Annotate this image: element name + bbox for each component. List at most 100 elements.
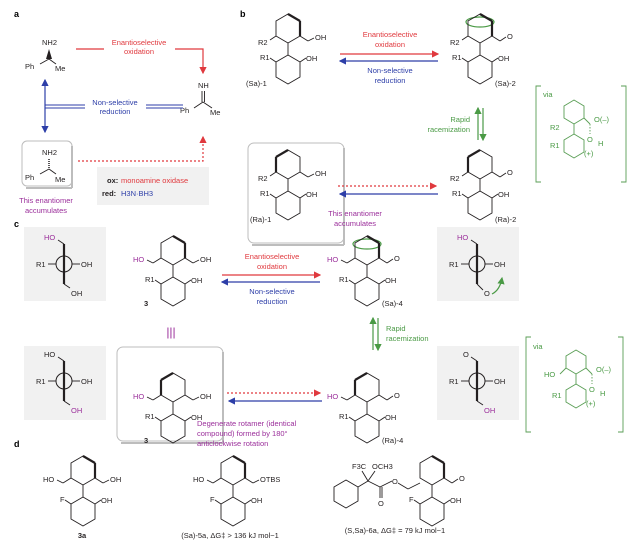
compound-label: 3 (144, 299, 148, 308)
r2-text: R2 (450, 38, 460, 47)
molecule-5a: OTBS HO F OH (193, 455, 280, 527)
accumulates-label: accumulates (25, 206, 67, 215)
accumulates-label: This enantiomer (19, 196, 73, 205)
wedge-bond (46, 49, 52, 59)
rotation-arrow-icon (465, 16, 495, 28)
amine-bottom-box: NH2 Ph Me (21, 140, 73, 189)
r1-text: R1 (260, 53, 270, 62)
oh-text: OH (71, 289, 82, 298)
arrow-label: racemization (386, 334, 429, 343)
molecule-ra-4: O HO R1 OH (Ra)-4 (327, 372, 403, 445)
arrow-label: Non-selective (249, 287, 294, 296)
o-text: O (507, 168, 513, 177)
molecule-ra-1-box: OH R2 R1 OH (Ra)-1 (247, 142, 345, 246)
r1-text: R1 (449, 377, 459, 386)
o-text: O (589, 385, 595, 394)
o-text: O (507, 32, 513, 41)
compound-label: (Sa)-2 (495, 79, 516, 88)
cf3-text: F3C (352, 462, 367, 471)
ho-text: HO (327, 392, 338, 401)
via-label: via (543, 90, 553, 99)
r1-text: R1 (260, 189, 270, 198)
ho-text: HO (44, 233, 55, 242)
oh-text: OH (251, 496, 262, 505)
oh-text: OH (191, 413, 202, 422)
degenerate-label: compound) formed by 180° (197, 429, 288, 438)
o-text: O (587, 135, 593, 144)
panel-c: c HO R1 OH OH HO R1 OH OH (14, 219, 624, 448)
o-text: O (463, 350, 469, 359)
o-minus-text: O(–) (596, 365, 612, 374)
molecule-6a: F3C OCH3 O O O F OH (333, 455, 465, 527)
compound-label: (Ra)-1 (250, 215, 271, 224)
panel-label-b: b (240, 9, 246, 19)
newman-projection-bottom-right: O R1 OH OH (437, 346, 519, 420)
degenerate-label: anticlockwise rotation (197, 439, 268, 448)
r1-text: R1 (449, 260, 459, 269)
r1-text: R1 (452, 53, 462, 62)
ho-text: HO (43, 475, 54, 484)
arrow-label: Non-selective (367, 66, 412, 75)
oh-text: OH (484, 406, 495, 415)
o-text: O (484, 289, 490, 298)
otbs-text: OTBS (260, 475, 280, 484)
transition-state-c: via HO R1 O(–) O H (+) (525, 336, 624, 433)
r2-text: R2 (550, 123, 560, 132)
r1-text: R1 (36, 260, 46, 269)
arrow-label: racemization (427, 125, 470, 134)
transition-state-b: via R2 R1 O(–) O H (+) (535, 85, 627, 183)
arrow-label: Enantioselective (245, 252, 300, 261)
identity-symbol: ||| (166, 325, 175, 339)
nh2-text: NH2 (42, 148, 57, 157)
o-text: O (459, 474, 465, 483)
molecule-sa-1: OH R2 R1 OH (Sa)-1 (246, 13, 326, 88)
oh-text: OH (450, 496, 461, 505)
molecule-sa-4: O HO R1 OH (Sa)-4 (327, 235, 403, 308)
r1-text: R1 (145, 412, 155, 421)
panel-a: a NH2 Ph Me Enantioselective oxidation N… (14, 9, 220, 215)
arrow-label: reduction (375, 76, 406, 85)
amine-top: NH2 Ph Me (25, 38, 65, 73)
plus-text: (+) (584, 149, 594, 158)
compound-label: 3 (144, 436, 148, 445)
imine: NH Ph Me (180, 81, 220, 117)
r1-text: R1 (552, 391, 562, 400)
compound-caption: (S,Sa)-6a, ΔG‡ = 79 kJ mol−1 (345, 526, 445, 535)
newman-projection-bottom-left: HO R1 OH OH (24, 346, 106, 420)
f-text: F (210, 495, 215, 504)
attack-arrow-icon (491, 276, 505, 295)
me-text: Me (210, 108, 220, 117)
oh-text: OH (306, 190, 317, 199)
ho-text: HO (457, 233, 468, 242)
r1-text: R1 (339, 275, 349, 284)
o-minus-text: O(–) (594, 115, 610, 124)
r2-text: R2 (258, 174, 268, 183)
oh-text: OH (81, 260, 92, 269)
arrow-enantioselective-oxidation-c: Enantioselective oxidation Non-selective… (220, 252, 322, 306)
o-text: O (394, 391, 400, 400)
newman-projection-top-right: HO R1 OH O (437, 227, 519, 301)
newman-projection-top-left: HO R1 OH OH (24, 227, 106, 301)
f-text: F (409, 495, 414, 504)
oh-text: OH (81, 377, 92, 386)
o-text: O (392, 477, 398, 486)
panel-label-a: a (14, 9, 20, 19)
oh-text: OH (200, 255, 211, 264)
oh-text: OH (200, 392, 211, 401)
oh-text: OH (306, 54, 317, 63)
r1-text: R1 (550, 141, 560, 150)
ho-text: HO (133, 255, 144, 264)
arrow-enantioselective-oxidation: Enantioselective oxidation (76, 38, 207, 75)
h-text: H (600, 389, 605, 398)
molecule-3-top: OH HO R1 OH 3 (133, 235, 211, 308)
oh-text: OH (498, 190, 509, 199)
degenerate-label: Degenerate rotamer (identical (197, 419, 297, 428)
ho-text: HO (133, 392, 144, 401)
arrow-label: Rapid (386, 324, 406, 333)
arrow-label: Non-selective (92, 98, 137, 107)
r2-text: R2 (450, 174, 460, 183)
me-text: Me (55, 64, 65, 73)
ph-text: Ph (180, 106, 189, 115)
me-text: Me (55, 175, 65, 184)
molecule-ra-2: O R2 R1 OH (Ra)-2 (450, 149, 516, 224)
